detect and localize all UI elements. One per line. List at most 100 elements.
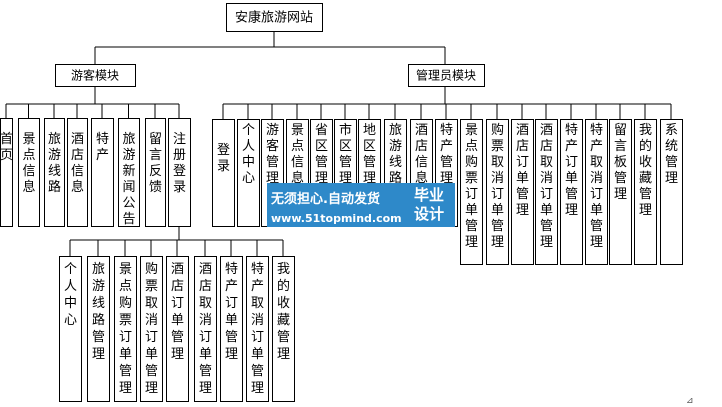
admin-item-10-char: 理 — [465, 235, 478, 250]
login-sub-item-3-char: 票 — [145, 279, 158, 294]
admin-item-1-char: 人 — [242, 139, 255, 154]
tourist-item-5-char: 游 — [122, 148, 135, 163]
watermark-badge-line1: 毕业 — [413, 186, 444, 204]
admin-item-17-char: 管 — [639, 187, 652, 202]
admin-item-17-char: 我 — [639, 123, 652, 138]
tourist-item-3-char: 酒 — [71, 132, 84, 147]
login-sub-item-0-char: 个 — [64, 262, 77, 277]
tourist-item-3-char: 信 — [71, 164, 84, 179]
tourist-module-node-label: 游客模块 — [71, 67, 119, 82]
admin-module-node-box — [408, 64, 485, 87]
admin-item-10-char: 单 — [465, 203, 478, 218]
admin-item-13 — [535, 119, 558, 265]
admin-item-7-char: 线 — [389, 155, 402, 170]
tourist-item-5-char: 旅 — [122, 132, 135, 147]
admin-item-6-char: 区 — [363, 139, 376, 154]
tourist-item-1-char: 景 — [22, 132, 35, 147]
admin-item-4-char: 管 — [315, 155, 328, 170]
tourist-item-1-char: 点 — [22, 148, 35, 163]
tourist-item-2-char: 游 — [48, 148, 61, 163]
login-sub-item-7-char: 特 — [251, 262, 264, 277]
admin-item-12 — [511, 119, 534, 265]
tourist-item-6-char: 反 — [149, 164, 162, 179]
admin-item-9-char: 管 — [440, 155, 453, 170]
login-sub-item-6-char: 管 — [225, 330, 238, 345]
login-sub-item-8 — [272, 256, 295, 402]
login-sub-item-3-char: 单 — [145, 347, 158, 362]
admin-item-14-char: 产 — [565, 139, 578, 154]
admin-item-11-char: 管 — [491, 219, 504, 234]
admin-item-1-char: 个 — [242, 123, 255, 138]
login-sub-item-1-char: 理 — [92, 347, 105, 362]
admin-item-18-char: 理 — [665, 171, 678, 186]
root-node-label: 安康旅游网站 — [235, 10, 313, 26]
tourist-item-2 — [44, 118, 65, 227]
admin-item-11-char: 订 — [491, 187, 504, 202]
admin-item-7-char: 旅 — [389, 123, 402, 138]
login-sub-item-5-char: 取 — [199, 296, 212, 311]
login-sub-item-7-char: 取 — [251, 296, 264, 311]
admin-item-13-char: 管 — [540, 219, 553, 234]
admin-item-13-char: 酒 — [540, 123, 553, 138]
login-sub-item-3-char: 取 — [145, 296, 158, 311]
tourist-item-1 — [18, 118, 40, 227]
admin-item-17-char: 收 — [639, 155, 652, 170]
login-sub-item-3-char: 购 — [145, 261, 158, 277]
tourist-item-6-char: 言 — [149, 148, 162, 163]
admin-item-4-char: 区 — [315, 139, 328, 154]
login-sub-item-5 — [194, 256, 217, 402]
admin-item-13-char: 取 — [540, 155, 553, 170]
watermark-url: www.51topmind.com — [271, 212, 402, 225]
admin-item-17-char: 藏 — [639, 171, 652, 186]
login-sub-item-2-char: 购 — [119, 295, 132, 311]
admin-item-9-char: 理 — [440, 171, 453, 186]
login-sub-item-7-char: 消 — [251, 313, 264, 328]
login-sub-item-4-char: 酒 — [171, 262, 184, 277]
login-sub-item-6-char: 单 — [225, 313, 238, 328]
tourist-item-7-char: 册 — [173, 148, 186, 163]
admin-item-12-char: 店 — [516, 139, 529, 154]
admin-item-11-char: 票 — [491, 139, 504, 154]
admin-module-node-label: 管理员模块 — [416, 67, 476, 82]
login-sub-item-4-char: 管 — [171, 330, 184, 345]
login-sub-item-2-char: 景 — [119, 262, 132, 277]
login-sub-item-0-char: 中 — [64, 296, 77, 311]
tourist-module-node-box — [55, 64, 136, 87]
tourist-item-1-char: 信 — [22, 164, 35, 179]
login-sub-item-3 — [140, 256, 163, 402]
admin-item-6-char: 理 — [363, 171, 376, 186]
login-sub-item-1-char: 旅 — [92, 262, 105, 277]
admin-item-13-char: 单 — [540, 203, 553, 218]
admin-item-12-char: 酒 — [516, 123, 529, 138]
login-sub-item-3-char: 消 — [145, 313, 158, 328]
login-sub-item-5-char: 单 — [199, 347, 212, 362]
login-sub-item-5-char: 管 — [199, 364, 212, 379]
login-sub-item-1-char: 线 — [92, 296, 105, 311]
admin-item-18-char: 统 — [665, 139, 678, 154]
admin-item-4-char: 省 — [315, 123, 328, 138]
admin-item-14-char: 特 — [565, 123, 578, 138]
admin-item-2-char: 理 — [266, 171, 279, 186]
admin-item-15-char: 单 — [590, 203, 603, 218]
admin-item-12-char: 管 — [516, 187, 529, 202]
admin-item-14 — [560, 119, 583, 265]
admin-item-3-char: 点 — [291, 139, 304, 154]
tourist-item-7-char: 登 — [173, 164, 186, 179]
admin-item-11-char: 取 — [491, 155, 504, 170]
watermark-badge: 毕业 设计 — [407, 186, 451, 224]
admin-item-15 — [585, 119, 608, 265]
admin-item-8-char: 酒 — [415, 123, 428, 138]
login-sub-item-8-char: 理 — [277, 347, 290, 362]
tourist-item-6 — [145, 118, 166, 227]
admin-item-16-char: 言 — [614, 139, 627, 154]
admin-item-10-char: 票 — [465, 171, 478, 186]
admin-item-8-char: 息 — [415, 170, 428, 186]
login-sub-item-7-char: 订 — [251, 330, 264, 345]
login-sub-item-1-char: 路 — [92, 312, 105, 328]
login-sub-item-4-char: 订 — [171, 296, 184, 311]
login-sub-item-8-char: 收 — [277, 296, 290, 311]
admin-item-0-char: 录 — [217, 159, 230, 174]
admin-item-11-char: 消 — [491, 171, 504, 186]
login-sub-item-1-char: 管 — [92, 330, 105, 345]
tourist-item-5-char: 新 — [122, 163, 135, 179]
